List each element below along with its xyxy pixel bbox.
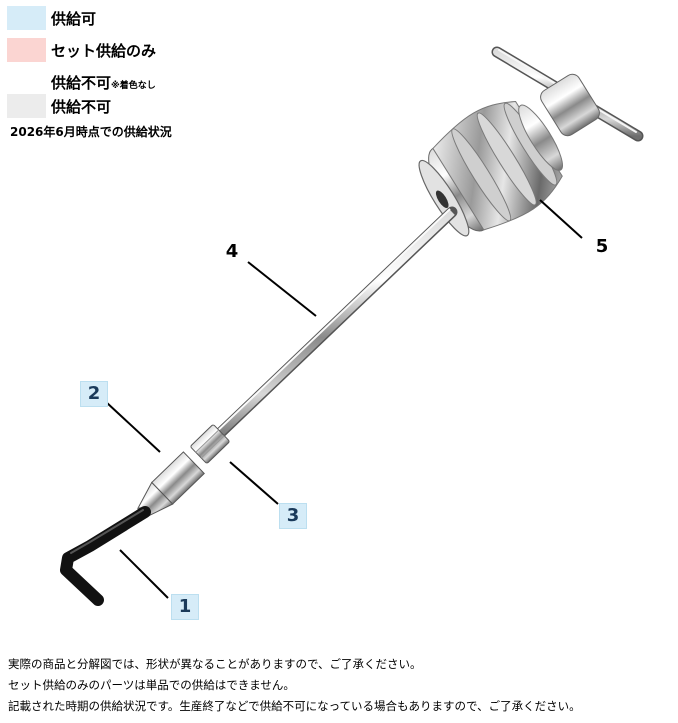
leader-lines [105,199,583,599]
parts-diagram [60,46,644,606]
footer-note-3: 記載された時期の供給状況です。生産終了などで供給不可になっている場合もありますの… [8,699,581,713]
legend-swatch-set-only [7,38,46,62]
footer-note-2: セット供給のみのパーツは単品での供給はできません。 [8,678,295,692]
slide-weight [418,73,600,237]
legend-swatch-unavailable [7,94,46,118]
callout-4: 4 [225,241,239,262]
footer-note-1: 実際の商品と分解図では、形状が異なることがありますので、ご了承ください。 [8,657,422,671]
legend-label-unavailable-uncolored: 供給不可※着色なし [51,74,156,92]
shaft [207,206,458,446]
lock-nut [190,424,230,464]
legend-note-uncolored: ※着色なし [111,81,156,91]
legend-label-unavailable: 供給不可 [51,98,112,116]
status-date-text: 2026年6月時点での供給状況 [10,125,172,139]
legend-label-set-only: セット供給のみ [51,42,157,60]
callout-1: 1 [171,594,199,620]
callout-2: 2 [80,381,108,407]
callout-3: 3 [279,503,307,529]
legend-swatch-available [7,6,46,30]
legend-label-available: 供給可 [51,10,97,28]
callout-5: 5 [595,236,609,257]
hook [60,506,151,606]
